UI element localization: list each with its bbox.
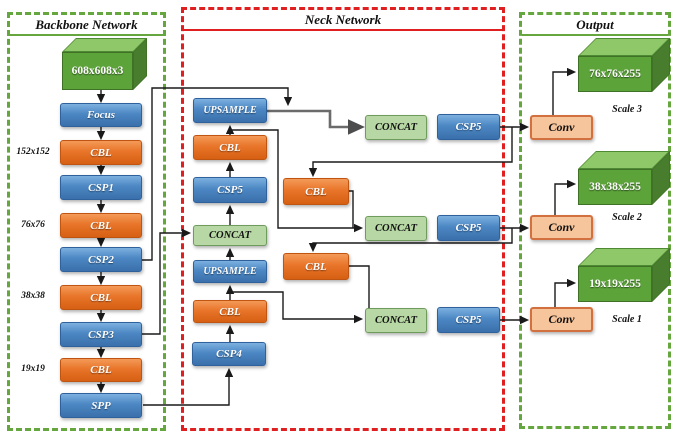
neck-section-title: Neck Network bbox=[184, 10, 502, 31]
backbone-node-cbl-3: CBL bbox=[60, 285, 142, 310]
neck-node-cbl-bottom: CBL bbox=[193, 300, 267, 323]
neck-node-csp5-left: CSP5 bbox=[193, 177, 267, 203]
output-section-title: Output bbox=[522, 15, 668, 36]
neck-concat-row2: CONCAT bbox=[365, 216, 427, 241]
size-label-76: 76x76 bbox=[21, 220, 45, 230]
backbone-node-spp: SPP bbox=[60, 393, 142, 418]
backbone-node-cbl-4: CBL bbox=[60, 358, 142, 382]
backbone-input-block: 608x608x3 bbox=[62, 38, 147, 90]
scale-label-3: Scale 3 bbox=[612, 104, 642, 115]
output-conv-1: Conv bbox=[530, 115, 593, 140]
output-conv-3: Conv bbox=[530, 307, 593, 332]
neck-csp5-row2: CSP5 bbox=[437, 215, 500, 241]
block-front-face: 38x38x255 bbox=[578, 169, 652, 205]
neck-concat-row1: CONCAT bbox=[365, 115, 427, 140]
output-block-scale3: 76x76x255 bbox=[578, 38, 670, 92]
output-block-scale1: 19x19x255 bbox=[578, 248, 670, 302]
neck-node-cbl-top: CBL bbox=[193, 135, 267, 160]
output-conv-2: Conv bbox=[530, 215, 593, 240]
block-front-face: 19x19x255 bbox=[578, 266, 652, 302]
neck-section-frame: Neck Network bbox=[181, 7, 505, 431]
neck-node-cbl-mid-1: CBL bbox=[283, 178, 349, 205]
backbone-node-cbl-2: CBL bbox=[60, 213, 142, 238]
block-front-face: 608x608x3 bbox=[62, 52, 133, 90]
output-section-frame: Output bbox=[519, 12, 671, 429]
backbone-section-title: Backbone Network bbox=[10, 15, 163, 36]
neck-node-cbl-mid-2: CBL bbox=[283, 253, 349, 280]
neck-csp5-row3: CSP5 bbox=[437, 307, 500, 333]
scale-label-2: Scale 2 bbox=[612, 212, 642, 223]
backbone-node-focus: Focus bbox=[60, 103, 142, 127]
backbone-node-cbl-1: CBL bbox=[60, 140, 142, 165]
size-label-152: 152x152 bbox=[16, 147, 50, 157]
neck-node-csp4: CSP4 bbox=[192, 342, 266, 366]
neck-csp5-row1: CSP5 bbox=[437, 114, 500, 140]
scale-label-1: Scale 1 bbox=[612, 314, 642, 325]
neck-concat-row3: CONCAT bbox=[365, 308, 427, 333]
backbone-section-frame: Backbone Network bbox=[7, 12, 166, 431]
size-label-38: 38x38 bbox=[21, 291, 45, 301]
backbone-node-csp2: CSP2 bbox=[60, 247, 142, 272]
size-label-19: 19x19 bbox=[21, 364, 45, 374]
output-block-scale2: 38x38x255 bbox=[578, 151, 670, 205]
neck-node-concat-left: CONCAT bbox=[193, 225, 267, 246]
backbone-node-csp3: CSP3 bbox=[60, 322, 142, 347]
neck-node-upsample-top: UPSAMPLE bbox=[193, 98, 267, 123]
block-front-face: 76x76x255 bbox=[578, 56, 652, 92]
neck-node-upsample-bottom: UPSAMPLE bbox=[193, 260, 267, 283]
backbone-node-csp1: CSP1 bbox=[60, 175, 142, 200]
